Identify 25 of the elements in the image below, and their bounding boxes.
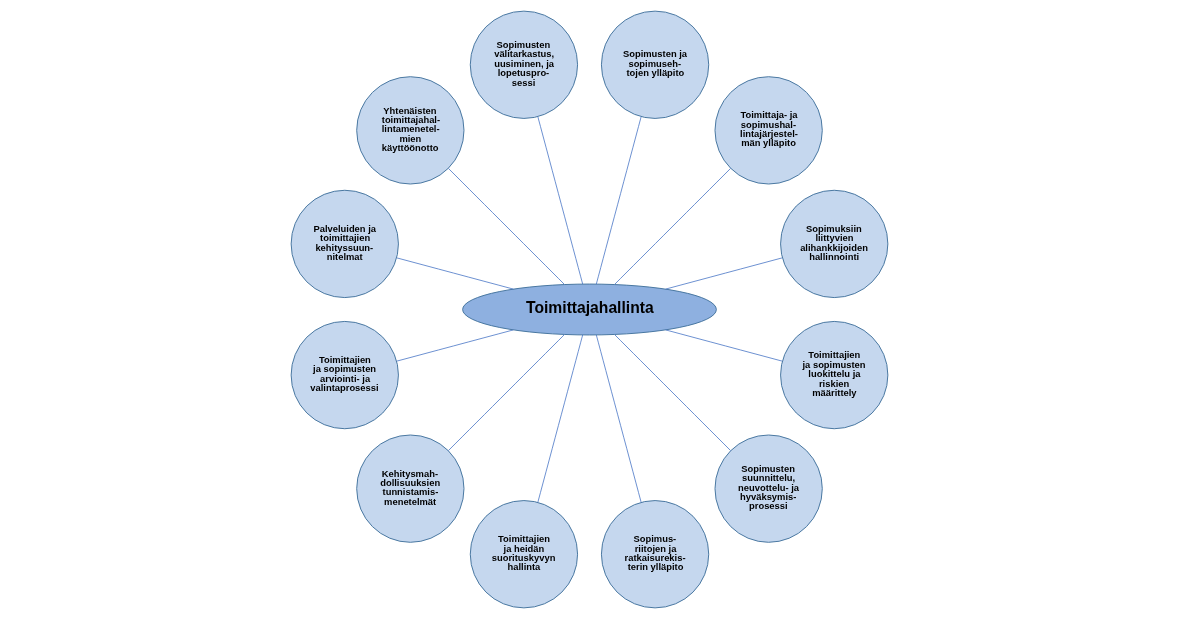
node-circle: Kehitysmah- dollisuuksien tunnistamis- menetelmät	[355, 434, 464, 543]
connector	[613, 334, 731, 452]
connector	[613, 167, 731, 285]
node-circle: Sopimusten välitarkastus, uusiminen, ja lopetuspro- sessi	[469, 10, 578, 119]
node-circle: Sopimusten ja sopimuseh- tojen ylläpito	[600, 10, 709, 119]
connector	[395, 257, 514, 290]
connector	[536, 334, 583, 503]
node-circle: Sopimuksiin liittyvien alihankkijoiden hallinnointi	[779, 189, 888, 299]
node-ellipse: Toimittajahallinta	[461, 283, 717, 336]
connector	[536, 116, 583, 285]
connector	[395, 329, 514, 362]
connector	[447, 334, 565, 452]
connector	[595, 334, 642, 503]
node-circle: Palveluiden ja toimittajien kehityssuun- nitelmat	[290, 189, 399, 299]
node-circle: Toimittaja- ja sopimushal- lintajärjestel- män ylläpito	[714, 76, 823, 185]
connector	[447, 167, 565, 285]
connector	[595, 116, 642, 285]
node-circle: Sopimus- riitojen ja ratkaisurekis- terin ylläpito	[600, 500, 709, 609]
node-circle: Yhtenäisten toimittajahal- lintamenetel- mien käyttöönotto	[355, 76, 464, 185]
node-circle: Toimittajien ja sopimusten luokittelu ja riskien määrittely	[779, 320, 888, 430]
connector	[664, 329, 783, 362]
connector	[664, 257, 783, 290]
node-circle: Toimittajien ja sopimusten arviointi- ja valintaprosessi	[290, 320, 399, 430]
node-circle: Toimittajien ja heidän suorituskyvyn hallinta	[469, 500, 578, 609]
node-circle: Sopimusten suunnittelu, neuvottelu- ja hyväksymis- prosessi	[714, 434, 823, 543]
